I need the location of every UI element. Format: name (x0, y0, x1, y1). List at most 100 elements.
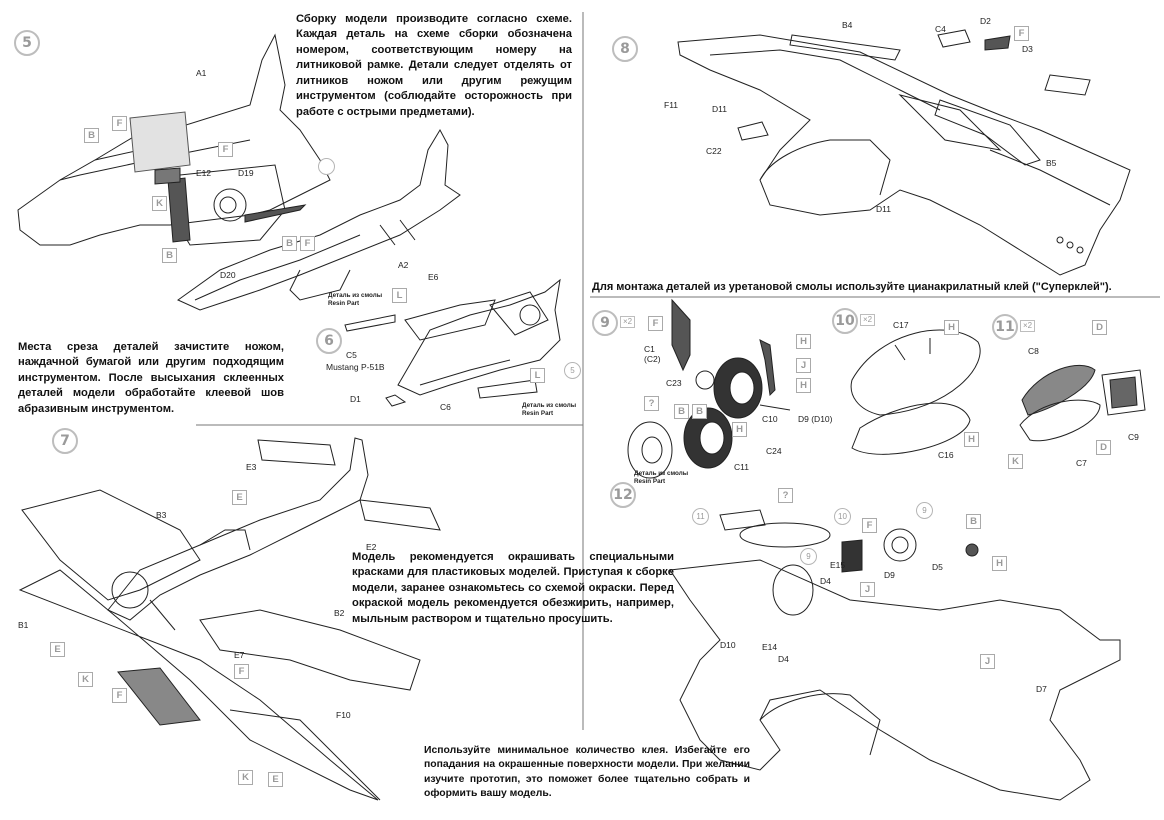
part-c5 (344, 314, 396, 332)
sprue-marker: L (392, 288, 407, 303)
part-label: C24 (766, 446, 782, 456)
sprue-marker: ? (644, 396, 659, 411)
part-label: F10 (336, 710, 351, 720)
sprue-marker: F (648, 316, 663, 331)
part-f-flap (117, 667, 201, 726)
wheel-cover-step-10 (850, 329, 981, 455)
resin-part-note: Деталь из смолы Resin Part (522, 402, 576, 418)
part-label: E6 (428, 272, 439, 282)
sprue-marker: L (530, 368, 545, 383)
part-label: F11 (664, 100, 679, 110)
step-number-8: 8 (612, 36, 638, 62)
wings-step-7 (18, 489, 421, 801)
fuselage-half-a2 (177, 128, 461, 311)
part-label: C6 (440, 402, 451, 412)
sprue-marker: H (992, 556, 1007, 571)
sprue-marker: K (78, 672, 93, 687)
step-number-7: 7 (52, 428, 78, 454)
part-label: D5 (932, 562, 943, 572)
part-c22 (737, 121, 769, 141)
sprue-marker: H (796, 334, 811, 349)
part-c6 (477, 379, 538, 399)
sprue-marker: D (1092, 320, 1107, 335)
sprue-marker: K (238, 770, 253, 785)
sprue-marker: B (84, 128, 99, 143)
part-b5 (934, 99, 1041, 166)
part-label: C4 (935, 24, 946, 34)
sprue-marker: E (232, 490, 247, 505)
part-label: C16 (938, 450, 954, 460)
sprue-marker: K (1008, 454, 1023, 469)
part-label: C10 (762, 414, 778, 424)
part-label: D2 (980, 16, 991, 26)
part-label: B4 (842, 20, 853, 30)
part-label: D4 (820, 576, 831, 586)
step-number-11: 11 (992, 314, 1018, 340)
multiplier-x2: ×2 (860, 314, 876, 326)
main-wheel-step-9 (627, 298, 791, 479)
resin-note-en: Resin Part (634, 477, 666, 485)
part-label: D3 (1022, 44, 1033, 54)
part-d2-d3 (984, 35, 1011, 51)
cut-points-text: Места среза деталей зачистите ножом, наж… (18, 341, 284, 415)
cockpit-parts (129, 111, 307, 246)
step-reference: 11 (692, 508, 709, 525)
part-label: D9 (D10) (798, 414, 833, 424)
part-label: B2 (334, 608, 345, 618)
step-number-5: 5 (14, 30, 40, 56)
part-label: A1 (196, 68, 207, 78)
step-number-12: 12 (610, 482, 636, 508)
sprue-marker: H (732, 422, 747, 437)
assembly-step-12 (669, 509, 1121, 801)
part-label: C8 (1028, 346, 1039, 356)
multiplier-x2: ×2 (620, 316, 636, 328)
sprue-marker: B (692, 404, 707, 419)
part-label: A2 (398, 260, 409, 270)
sprue-marker: E (50, 642, 65, 657)
part-c4 (937, 29, 971, 48)
part-label: D10 (720, 640, 736, 650)
step-reference: 9 (800, 548, 817, 565)
part-label: D19 (238, 168, 254, 178)
step-reference: 5 (564, 362, 581, 379)
resin-note-ru: Деталь из смолы (634, 470, 689, 477)
part-label: (C2) (644, 354, 661, 364)
part-d1 (385, 394, 407, 407)
part-label: E3 (246, 462, 257, 472)
part-label: E12 (196, 168, 212, 178)
fuselage-step-6 (397, 278, 561, 396)
sprue-marker: F (234, 664, 249, 679)
part-label: D11 (876, 204, 891, 214)
part-label: C1 (644, 344, 655, 354)
resin-note-ru: Деталь из смолы (328, 292, 383, 299)
sprue-marker: D (1096, 440, 1111, 455)
sprue-marker: J (980, 654, 995, 669)
part-e3 (257, 439, 336, 466)
part-label: D7 (1036, 684, 1047, 694)
part-label: B1 (18, 620, 29, 630)
general-instructions-text: Сборку модели производите согласно схеме… (296, 13, 572, 118)
part-label: D4 (778, 654, 789, 664)
sprue-marker: E (268, 772, 283, 787)
sprue-marker: F (1014, 26, 1029, 41)
sprue-marker: F (218, 142, 233, 157)
part-label: C22 (706, 146, 722, 156)
part-label: C7 (1076, 458, 1087, 468)
part-b4 (789, 34, 901, 61)
intake-step-11 (1019, 365, 1146, 442)
fuselage-step-7 (107, 437, 369, 631)
step-reference: 9 (916, 502, 933, 519)
part-label: E2 (366, 542, 377, 552)
sprue-marker: H (944, 320, 959, 335)
step-reference (318, 158, 335, 175)
part-label: D11 (712, 104, 727, 114)
part-label: E14 (762, 642, 778, 652)
sprue-marker: F (112, 116, 127, 131)
sprue-marker: K (152, 196, 167, 211)
sprue-marker: B (282, 236, 297, 251)
sprue-marker: F (300, 236, 315, 251)
part-label: D1 (350, 394, 361, 404)
sprue-marker: J (860, 582, 875, 597)
part-label: C5 (346, 350, 357, 360)
